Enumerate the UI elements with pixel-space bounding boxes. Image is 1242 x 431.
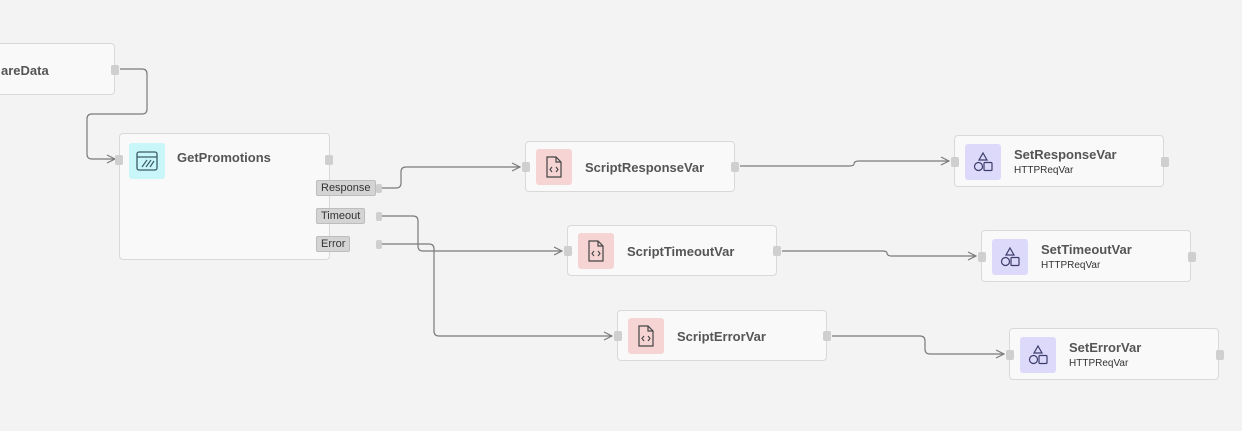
node-title: SetResponseVar [1014, 147, 1117, 162]
output-port[interactable] [773, 246, 781, 256]
output-port-error[interactable] [376, 240, 382, 249]
output-port-timeout[interactable] [376, 212, 382, 221]
output-port-response[interactable] [376, 184, 382, 193]
node-title: ScriptErrorVar [677, 329, 766, 344]
output-port[interactable] [111, 65, 119, 75]
input-port[interactable] [978, 252, 986, 262]
output-port[interactable] [731, 162, 739, 172]
node-script-error[interactable]: ScriptErrorVar [614, 310, 831, 361]
node-title: areData [1, 63, 49, 78]
input-port[interactable] [564, 246, 572, 256]
output-tag-response[interactable]: Response [316, 180, 376, 196]
node-title: SetErrorVar [1069, 340, 1142, 355]
edge-scripterror-to-seterror [832, 335, 1004, 354]
node-set-error[interactable]: SetErrorVar HTTPReqVar [1006, 328, 1224, 380]
output-port[interactable] [1188, 252, 1196, 262]
shapes-icon [965, 144, 1001, 180]
input-port[interactable] [522, 162, 530, 172]
script-file-icon [578, 233, 614, 269]
shapes-icon [1020, 337, 1056, 373]
node-set-timeout[interactable]: SetTimeoutVar HTTPReqVar [978, 230, 1196, 282]
node-script-response[interactable]: ScriptResponseVar [522, 141, 739, 192]
node-title: SetTimeoutVar [1041, 242, 1132, 257]
input-port[interactable] [115, 155, 123, 165]
output-port[interactable] [325, 155, 333, 165]
edge-scriptresponse-to-setresponse [740, 161, 949, 167]
node-subtitle: HTTPReqVar [1069, 358, 1129, 369]
input-port[interactable] [951, 157, 959, 167]
input-port[interactable] [1006, 350, 1014, 360]
node-subtitle: HTTPReqVar [1041, 260, 1101, 271]
script-file-icon [536, 149, 572, 185]
input-port[interactable] [614, 331, 622, 341]
node-set-response[interactable]: SetResponseVar HTTPReqVar [951, 135, 1169, 187]
node-subtitle: HTTPReqVar [1014, 165, 1074, 176]
shapes-icon [992, 239, 1028, 275]
script-file-icon [628, 318, 664, 354]
output-tag-error[interactable]: Error [316, 236, 351, 252]
edge-response-to-scriptresponse [378, 167, 520, 189]
node-prepare-data[interactable]: areData [0, 43, 119, 95]
node-script-timeout[interactable]: ScriptTimeoutVar [564, 225, 781, 276]
node-title: ScriptTimeoutVar [627, 244, 735, 259]
edge-timeout-to-scripttimeout [378, 215, 562, 251]
node-get-promotions[interactable]: GetPromotions [115, 133, 333, 260]
output-port[interactable] [1216, 350, 1224, 360]
output-tag-timeout[interactable]: Timeout [316, 208, 366, 224]
output-port[interactable] [1161, 157, 1169, 167]
output-port[interactable] [823, 331, 831, 341]
node-title: ScriptResponseVar [585, 160, 705, 175]
api-window-icon [129, 143, 165, 179]
node-title: GetPromotions [177, 150, 271, 165]
edge-scripttimeout-to-settimeout [782, 250, 976, 256]
